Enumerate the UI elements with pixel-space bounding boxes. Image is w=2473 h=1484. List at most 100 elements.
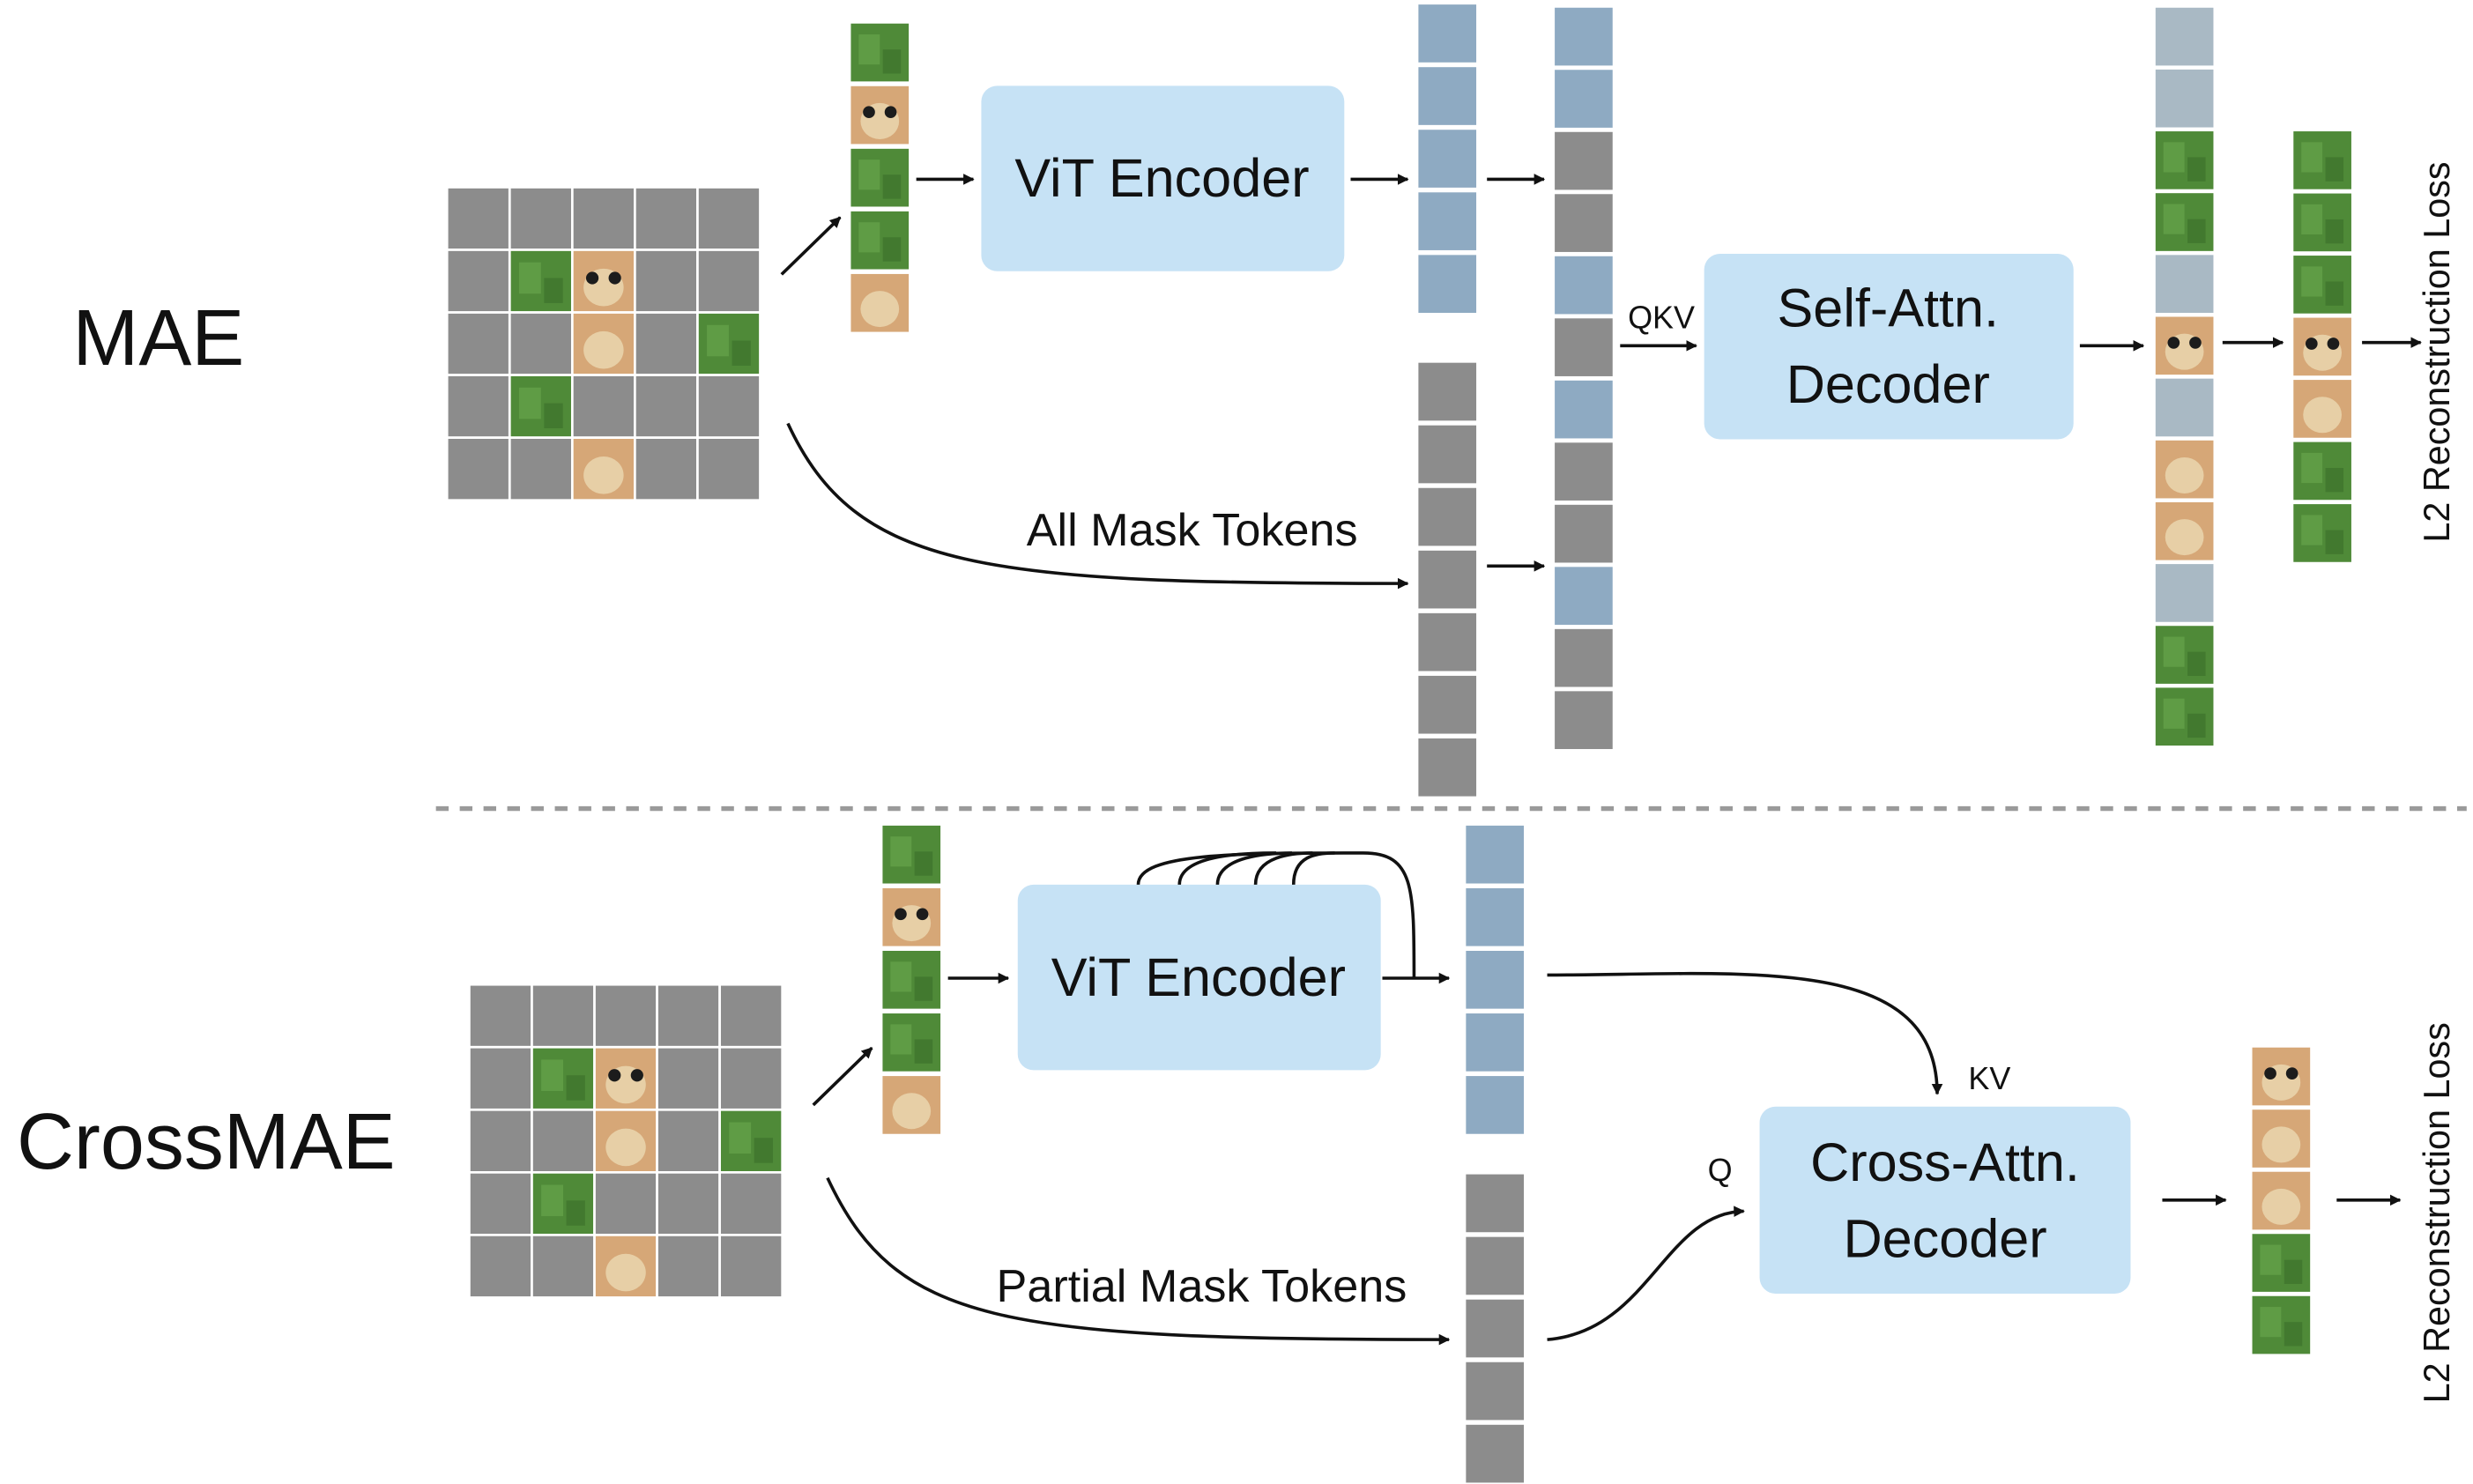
patch-g	[718, 1045, 784, 1111]
crossmae-kv-path	[1547, 971, 1943, 1095]
patch-g	[570, 374, 636, 439]
patch-g	[531, 983, 596, 1049]
mae-qkv-label: QKV	[1628, 300, 1695, 336]
patch-g	[1463, 1171, 1526, 1235]
crossmae-decoder-box	[1759, 1106, 2131, 1294]
mae-decoded-output	[2153, 5, 2217, 748]
patch-b	[1463, 823, 1526, 887]
crossmae-kv-label: KV	[1968, 1060, 2010, 1096]
patch-face	[2291, 315, 2354, 378]
patch-grass	[2291, 190, 2354, 254]
mae-mask-tokens-label: All Mask Tokens	[1027, 505, 1358, 556]
patch-ghost	[2153, 375, 2217, 439]
patch-grass	[2249, 1294, 2313, 1357]
patch-g	[531, 1108, 596, 1174]
mae-encoder-label: ViT Encoder	[1014, 148, 1309, 208]
crossmae-arrow-to-visible	[812, 1046, 873, 1107]
patch-g	[1552, 502, 1615, 566]
patch-cat	[2153, 500, 2217, 563]
patch-face	[2249, 1045, 2313, 1109]
patch-grass	[2291, 129, 2354, 192]
crossmae-query-path	[1547, 1206, 1745, 1341]
patch-g	[1463, 1297, 1526, 1361]
patch-grass	[2291, 253, 2354, 316]
patch-face	[593, 1045, 658, 1111]
patch-g	[656, 983, 721, 1049]
crossmae-decoder-label-line2: Decoder	[1843, 1209, 2046, 1269]
patch-g	[1463, 1234, 1526, 1298]
patch-grass	[2249, 1231, 2313, 1295]
mae-visible-patches	[848, 21, 911, 335]
mae-target-patches	[2291, 129, 2354, 565]
patch-g	[634, 374, 699, 439]
patch-grass	[2291, 439, 2354, 502]
mae-decoder-box	[1704, 253, 2074, 440]
crossmae-q-label: Q	[1708, 1152, 1733, 1188]
patch-g	[1552, 688, 1615, 752]
patch-grass	[2153, 129, 2217, 192]
patch-cat	[593, 1108, 658, 1174]
mae-row-label: MAE	[72, 294, 244, 382]
patch-g	[1415, 673, 1479, 737]
patch-b	[1552, 5, 1615, 69]
mae-encoder-box	[981, 85, 1345, 271]
patch-g	[1552, 191, 1615, 255]
patch-g	[1463, 1360, 1526, 1423]
patch-g	[570, 186, 636, 251]
patch-g	[1552, 627, 1615, 690]
patch-g	[696, 186, 761, 251]
patch-g	[634, 436, 699, 502]
patch-g	[445, 436, 511, 502]
patch-g	[468, 1108, 533, 1174]
patch-grass	[848, 146, 911, 210]
patch-b	[1415, 127, 1479, 190]
patch-g	[1552, 315, 1615, 379]
patch-g	[696, 436, 761, 502]
patch-grass	[2153, 190, 2217, 254]
mae-full-token-sequence	[1552, 5, 1615, 752]
patch-g	[445, 374, 511, 439]
patch-g	[656, 1171, 721, 1236]
patch-face	[848, 84, 911, 147]
crossmae-loss-label: L2 Reconstruction Loss	[2417, 1022, 2457, 1403]
patch-grass	[2153, 685, 2217, 748]
patch-grass	[696, 311, 761, 376]
patch-b	[1415, 64, 1479, 128]
patch-cat	[2153, 438, 2217, 501]
patch-cat	[848, 271, 911, 335]
patch-b	[1463, 1073, 1526, 1137]
patch-b	[1463, 886, 1526, 949]
crossmae-mask-token-path	[826, 1176, 1451, 1346]
mae-decoder-label-line1: Self-Attn.	[1778, 278, 1999, 338]
patch-g	[593, 983, 658, 1049]
mae-arrow-to-visible	[780, 216, 842, 276]
crossmae-visible-patches	[880, 823, 943, 1137]
patch-b	[1552, 254, 1615, 317]
patch-b	[1552, 564, 1615, 627]
patch-g	[508, 186, 574, 251]
patch-grass	[531, 1171, 596, 1236]
patch-cat	[880, 1073, 943, 1137]
patch-g	[718, 983, 784, 1049]
crossmae-section: CrossMAE ViT Encoder KV Partial Mask Tok…	[17, 823, 2457, 1484]
patch-b	[1415, 252, 1479, 315]
patch-g	[1415, 548, 1479, 612]
patch-g	[1552, 440, 1615, 503]
patch-g	[1415, 360, 1479, 424]
patch-b	[1552, 378, 1615, 441]
mae-section: MAE ViT Encoder All Mask Tokens QKV Self…	[72, 2, 2457, 799]
patch-cat	[2249, 1169, 2313, 1233]
patch-cat	[570, 311, 636, 376]
patch-grass	[508, 374, 574, 439]
patch-g	[468, 983, 533, 1049]
patch-g	[531, 1234, 596, 1299]
patch-b	[1415, 2, 1479, 65]
patch-cat	[2249, 1107, 2313, 1170]
patch-grass	[848, 209, 911, 272]
patch-b	[1463, 948, 1526, 1012]
patch-cat	[570, 436, 636, 502]
patch-b	[1415, 189, 1479, 253]
patch-g	[468, 1234, 533, 1299]
patch-g	[445, 186, 511, 251]
